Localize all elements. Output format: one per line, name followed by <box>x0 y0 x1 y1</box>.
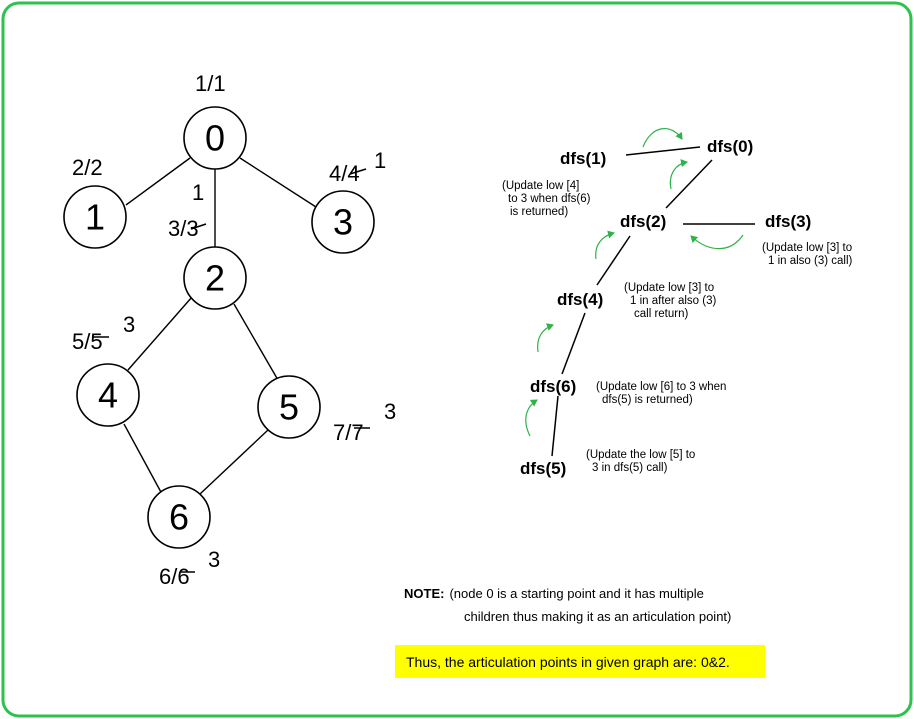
note-line: to 3 when dfs(6) <box>508 193 591 205</box>
node-circle <box>63 185 127 249</box>
node-label: 4 <box>98 375 118 416</box>
call-edge-2-4 <box>596 235 631 286</box>
strike-line <box>349 168 367 175</box>
node-label: 2 <box>205 258 225 299</box>
edge-2-5 <box>233 303 279 381</box>
dfs-return-arrows <box>525 128 744 437</box>
struck-low: 6 <box>177 564 189 589</box>
note-low3-b: (Update low [3] to 1 in after also (3) c… <box>624 282 720 320</box>
node-label: 0 <box>205 118 225 159</box>
dfs-notes: (Update low [4] to 3 when dfs(6) is retu… <box>502 180 855 474</box>
struck-low: 5 <box>90 329 102 354</box>
note-line: (Update low [6] to 3 when <box>596 381 726 393</box>
disc-value: 4/ <box>329 161 348 186</box>
curved-arrow-icon <box>537 323 554 353</box>
graph-node-3: 3 <box>311 190 375 254</box>
disc-value: 6/ <box>159 564 178 589</box>
dfs-calls: dfs(0) dfs(1) dfs(2) dfs(3) dfs(4) dfs(6… <box>520 137 811 478</box>
call-dfs-5: dfs(5) <box>520 459 566 478</box>
disc-value: 3/ <box>168 216 187 241</box>
note-line: 3 in dfs(5) call) <box>592 462 668 474</box>
note-line: (Update the low [5] to <box>586 449 695 461</box>
note-line: (Update low [4] <box>502 180 579 192</box>
articulation-note: NOTE: (node 0 is a starting point and it … <box>404 586 731 624</box>
node-circle <box>147 485 211 549</box>
call-edge-6-5 <box>551 395 559 457</box>
dfs-tree-edges <box>551 146 755 457</box>
note-line: 1 in after also (3) <box>630 295 716 307</box>
node-circle <box>257 375 321 439</box>
disc-label-node-1: 2/2 <box>72 155 103 180</box>
note-label: NOTE: <box>404 586 444 601</box>
edge-4-6 <box>123 423 163 495</box>
call-dfs-0: dfs(0) <box>707 137 753 156</box>
note-low6: (Update low [6] to 3 when dfs(5) is retu… <box>596 381 730 406</box>
graph-node-0: 0 <box>183 106 247 170</box>
node-label: 5 <box>279 387 299 428</box>
low-update-node-3: 1 <box>374 148 386 173</box>
low-update-node-4: 3 <box>123 312 135 337</box>
call-dfs-1: dfs(1) <box>560 149 606 168</box>
curved-arrow-icon <box>642 128 683 148</box>
low-update-node-2: 1 <box>192 180 204 205</box>
edge-0-1 <box>125 157 191 206</box>
note-line: (Update low [3] to <box>762 242 852 254</box>
edge-5-6 <box>199 429 269 495</box>
note-low5: (Update the low [5] to 3 in dfs(5) call) <box>586 449 699 474</box>
note-text: NOTE: (node 0 is a starting point and it … <box>404 586 704 601</box>
edge-2-4 <box>127 296 193 371</box>
note-line: call return) <box>634 308 688 320</box>
note-line: dfs(5) is returned) <box>602 394 693 406</box>
disc-label-node-6: 6/6 <box>159 564 190 589</box>
node-circle <box>183 106 247 170</box>
curved-arrow-icon <box>669 159 688 190</box>
node-circle <box>76 363 140 427</box>
disc-label-node-3: 4/4 <box>329 161 360 186</box>
graph-node-5: 5 <box>257 375 321 439</box>
conclusion-text: Thus, the articulation points in given g… <box>406 654 730 670</box>
node-label: 3 <box>333 202 353 243</box>
node-label: 6 <box>169 497 189 538</box>
curved-arrow-icon <box>595 230 615 260</box>
node-circle <box>311 190 375 254</box>
disc-label-node-4: 5/5 <box>72 329 103 354</box>
call-dfs-6: dfs(6) <box>530 377 576 396</box>
curved-arrow-icon <box>525 399 538 437</box>
note-low4: (Update low [4] to 3 when dfs(6) is retu… <box>502 180 594 218</box>
note-line: children thus making it as an articulati… <box>464 609 731 624</box>
disc-label-node-0: 1/1 <box>195 71 226 96</box>
call-edge-0-2 <box>665 159 713 209</box>
struck-low: 7 <box>351 420 363 445</box>
low-update-node-6: 3 <box>208 547 220 572</box>
note-line: (Update low [3] to <box>624 282 714 294</box>
graph <box>123 157 317 495</box>
note-line: (node 0 is a starting point and it has m… <box>449 586 703 601</box>
disc-value: 7/ <box>333 420 352 445</box>
graph-node-1: 1 <box>63 185 127 249</box>
graph-annotations: 1/1 2/2 1 3/3 1 4/4 3 5/5 3 7/7 3 6/6 <box>72 71 396 589</box>
graph-nodes: 0 1 2 3 4 5 6 <box>63 106 375 549</box>
conclusion-highlight <box>395 645 765 678</box>
node-label: 1 <box>85 197 105 238</box>
call-dfs-4: dfs(4) <box>557 290 603 309</box>
call-edge-1-0 <box>625 146 701 156</box>
disc-value: 5/ <box>72 329 91 354</box>
call-edge-4-6 <box>561 312 586 375</box>
node-circle <box>183 246 247 310</box>
graph-node-4: 4 <box>76 363 140 427</box>
curved-arrow-icon <box>690 234 744 250</box>
low-update-node-5: 3 <box>384 399 396 424</box>
call-dfs-3: dfs(3) <box>765 212 811 231</box>
strike-line <box>190 223 207 230</box>
note-low3-a: (Update low [3] to 1 in also (3) call) <box>762 242 855 267</box>
call-dfs-2: dfs(2) <box>620 212 666 231</box>
edge-0-3 <box>239 157 317 208</box>
note-line: is returned) <box>510 206 568 218</box>
graph-node-2: 2 <box>183 246 247 310</box>
note-line: 1 in also (3) call) <box>768 255 853 267</box>
graph-node-6: 6 <box>147 485 211 549</box>
disc-label-node-5: 7/7 <box>333 420 364 445</box>
